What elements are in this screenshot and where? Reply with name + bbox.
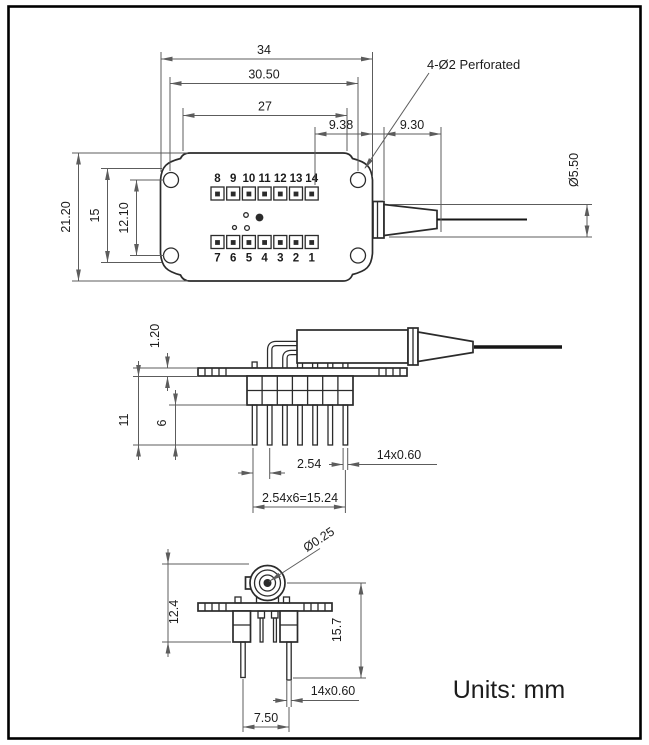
dim-label: 27 [258, 100, 272, 114]
dim-pin-row-span: 2.54x6=15.24 [253, 470, 346, 513]
package-body-side [296, 329, 409, 364]
dim-pin-pitch: 2.54 [238, 448, 321, 513]
dim-label: 12.4 [167, 600, 181, 624]
dim-hole-span: 30.50 [169, 68, 359, 171]
dim-ferrule-to-block: 12.4 [162, 549, 249, 657]
dim-label: 34 [257, 43, 271, 57]
dim-label: 6 [155, 419, 169, 426]
pin-number: 9 [230, 173, 236, 185]
top-view: 8 9 10 11 12 13 14 7 6 5 4 3 2 1 [59, 43, 592, 282]
mount-hole-bottom-right [349, 247, 367, 264]
side-view: 1.20 11 6 2.54 [117, 324, 562, 513]
pin-column-right [279, 610, 299, 681]
dim-label: 1.20 [148, 324, 162, 348]
dim-pin-width-side: 14x0.60 [329, 448, 437, 470]
pin-number: 6 [230, 253, 236, 265]
dim-lid-width: 27 [182, 100, 348, 151]
dim-height-below-flange: 11 [117, 361, 252, 460]
callout-label: 4-Ø2 Perforated [427, 57, 520, 72]
dim-axis-to-pin-tip: 15.7 [287, 582, 366, 679]
flange-front [197, 602, 333, 612]
flange-top-stubs [234, 596, 291, 604]
dim-overall-height: 21.20 [59, 152, 188, 282]
pin-number: 1 [308, 253, 315, 265]
fiber-core-callout: Ø0.25 [268, 524, 337, 584]
dim-label: 14x0.60 [311, 684, 356, 698]
dim-label: 12.10 [117, 202, 131, 233]
pin-number: 14 [305, 173, 318, 185]
dim-flange-thickness: 1.20 [133, 324, 197, 391]
dim-label: 11 [117, 413, 131, 426]
sheet-border [7, 5, 642, 740]
pin-numbers-bottom-row: 7 6 5 4 3 2 1 [214, 253, 315, 265]
pin-number: 10 [243, 173, 256, 185]
dim-inner-height: 15 [88, 168, 162, 263]
pin-pads-top-row [210, 186, 319, 201]
fiber-boot-side [417, 330, 474, 363]
pin-number: 3 [277, 253, 283, 265]
pin-number: 4 [261, 253, 268, 265]
pin-column-left [232, 610, 252, 679]
dim-label: 9.30 [400, 118, 424, 132]
dim-label: 30.50 [248, 68, 279, 82]
dim-label: 14x0.60 [377, 448, 422, 462]
dim-label: 15.7 [330, 618, 344, 642]
dim-pin-to-edge: 9.38 9.30 [314, 118, 442, 232]
dim-label: Ø5.50 [567, 153, 581, 187]
bent-tube-leads [266, 340, 299, 368]
pin-number: 5 [246, 253, 253, 265]
dim-label: Ø0.25 [301, 524, 337, 554]
flange-serrations [204, 368, 401, 376]
flange-side [197, 367, 408, 377]
dim-label: 21.20 [59, 201, 73, 232]
orientation-marks [231, 212, 264, 232]
dim-pin-free-length: 6 [155, 390, 246, 460]
dim-pin-width-front: 14x0.60 [273, 681, 359, 707]
dim-boot-diameter: Ø5.50 [389, 153, 592, 238]
lead-pins-side [251, 404, 349, 446]
pin-number: 8 [214, 173, 221, 185]
dim-pin-spacing: 7.50 [242, 679, 290, 732]
pin-numbers-top-row: 8 9 10 11 12 13 14 [214, 173, 318, 185]
front-view: Ø0.25 12.4 15.7 14x0.60 [162, 524, 366, 732]
dim-label: 2.54 [297, 457, 321, 471]
flange-serrations-front [204, 603, 326, 611]
dim-label: 2.54x6=15.24 [262, 491, 338, 505]
pin-number: 7 [214, 253, 220, 265]
insulator-grid-lines [247, 376, 353, 405]
fiber-boot [383, 203, 438, 237]
pin-number: 11 [259, 173, 272, 185]
pin-columns-middle [257, 610, 279, 643]
dim-hole-vertical-span: 12.10 [117, 179, 164, 256]
pin-number: 12 [274, 173, 287, 185]
snout-ring [372, 200, 385, 239]
units-note: Units: mm [453, 676, 566, 704]
perforated-holes-callout: 4-Ø2 Perforated [362, 57, 520, 171]
pin-pads-bottom-row [210, 234, 319, 250]
dim-label: 7.50 [254, 711, 278, 725]
mount-hole-top-right [349, 171, 367, 189]
pin-number: 2 [293, 253, 299, 265]
pin-number: 13 [290, 173, 303, 185]
dim-label: 15 [88, 209, 102, 223]
dim-label: 9.38 [329, 118, 353, 132]
ferrule-rings [249, 564, 286, 602]
